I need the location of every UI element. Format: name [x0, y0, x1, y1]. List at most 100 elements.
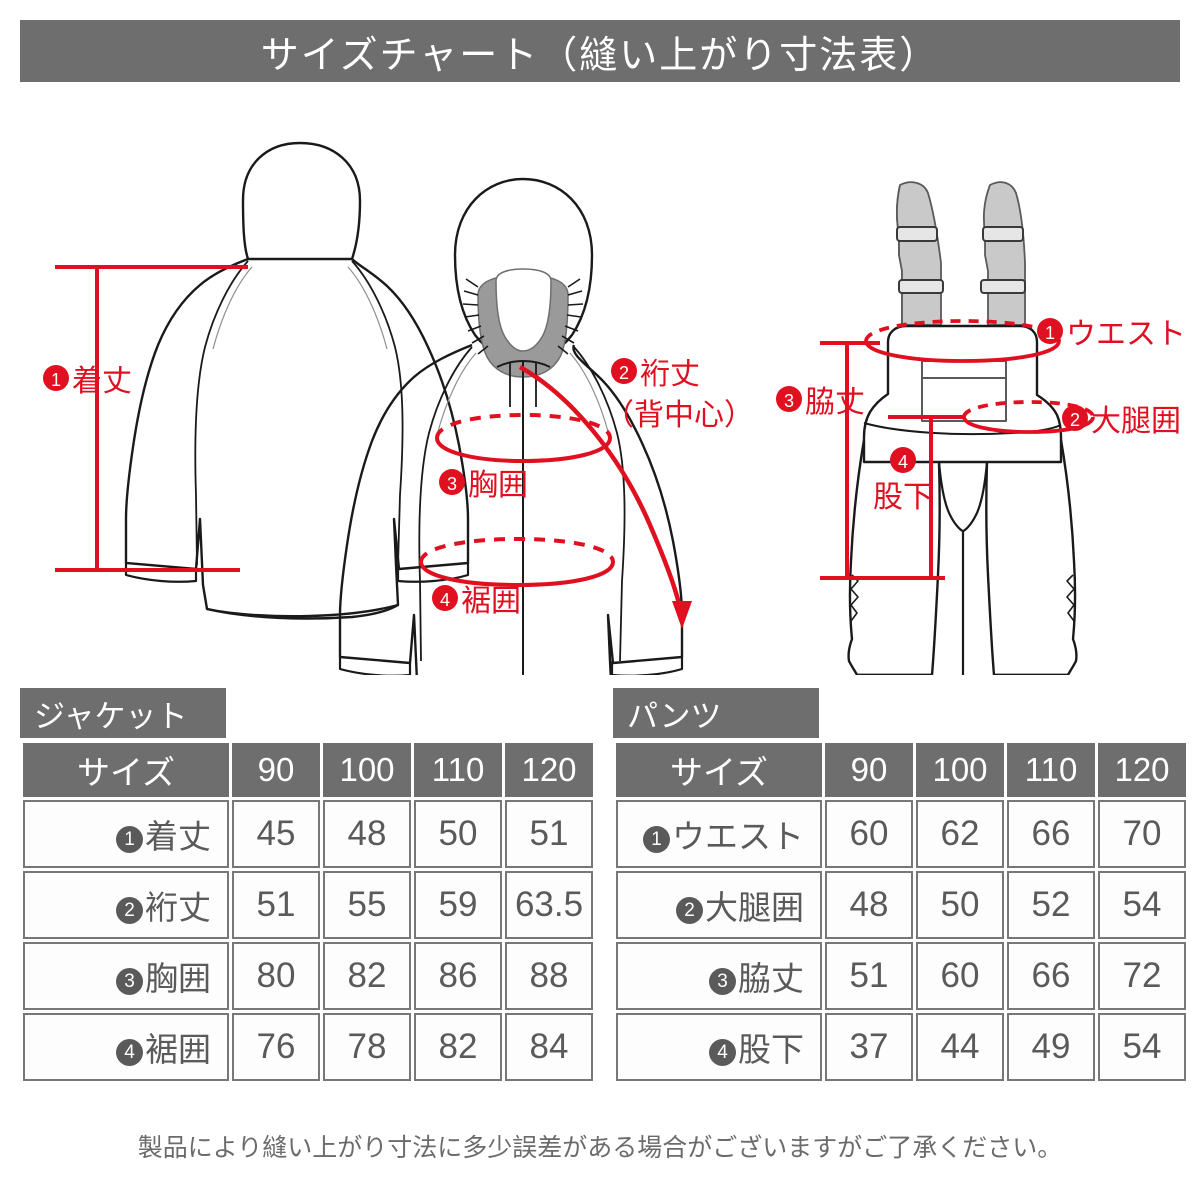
left-strap-buckle-upper — [896, 226, 938, 242]
jacket-cell-2-110: 59 — [414, 871, 502, 939]
jacket-size-col-110: 110 — [414, 743, 502, 797]
jacket-cell-1-90: 45 — [232, 800, 320, 868]
left-strap-buckle-lower — [898, 279, 944, 294]
jacket-size-header: サイズ — [23, 743, 229, 797]
marker-1-number: 1 — [51, 370, 61, 390]
jacket-size-col-100: 100 — [323, 743, 411, 797]
pants-row-label-2-text: 大腿囲 — [705, 889, 804, 926]
pants-cell-1-100: 62 — [916, 800, 1004, 868]
marker-1-pants-icon — [1037, 318, 1063, 344]
pants-cell-4-90: 37 — [825, 1013, 913, 1081]
pants-cell-4-100: 44 — [916, 1013, 1004, 1081]
hem-label: 4 裾囲 — [432, 585, 521, 618]
sleeve-length-label-sub: （背中心） — [604, 399, 754, 432]
pants-cell-3-90: 51 — [825, 942, 913, 1010]
jacket-cell-2-90: 51 — [232, 871, 320, 939]
jacket-cell-1-100: 48 — [323, 800, 411, 868]
jacket-cell-3-100: 82 — [323, 942, 411, 1010]
jacket-cell-4-120: 84 — [505, 1013, 593, 1081]
right-strap-buckle-upper — [982, 226, 1024, 242]
left-strap — [895, 181, 942, 326]
pants-size-col-120: 120 — [1098, 743, 1186, 797]
pants-cell-1-90: 60 — [825, 800, 913, 868]
row-marker-3-icon: 3 — [116, 968, 143, 995]
pants-cell-3-110: 66 — [1007, 942, 1095, 1010]
pants-cell-2-100: 50 — [916, 871, 1004, 939]
pants-row-label-3-text: 脇丈 — [738, 960, 804, 997]
row-marker-3-icon: 3 — [709, 968, 736, 995]
jacket-cell-4-90: 76 — [232, 1013, 320, 1081]
right-strap-buckle-lower — [980, 279, 1026, 294]
sleeve-length-label: 2 裄丈 （背中心） — [604, 358, 754, 432]
marker-1-icon — [43, 365, 69, 391]
jacket-cell-2-100: 55 — [323, 871, 411, 939]
disclaimer-note: 製品により縫い上がり寸法に多少誤差がある場合がございますがご了承ください。 — [137, 1134, 1063, 1162]
pants-cell-3-100: 60 — [916, 942, 1004, 1010]
row-marker-1-icon: 1 — [116, 826, 143, 853]
pants-table-header-row: サイズ 90 100 110 120 — [616, 743, 1186, 797]
jacket-length-label: 1 着丈 — [43, 365, 132, 398]
marker-4-icon — [432, 585, 458, 611]
jacket-row-label-1-text: 着丈 — [145, 818, 211, 855]
jacket-cell-1-120: 51 — [505, 800, 593, 868]
measurement-diagrams: 1 着丈 — [0, 95, 1200, 675]
jacket-size-col-120: 120 — [505, 743, 593, 797]
pants-row-label-4-text: 股下 — [738, 1031, 804, 1068]
marker-2-pants-number: 2 — [1070, 410, 1080, 430]
jacket-back-illustration — [124, 141, 470, 620]
side-length-label: 3 脇丈 — [776, 386, 865, 419]
bib-pocket — [921, 360, 1007, 422]
row-marker-2-icon: 2 — [676, 897, 703, 924]
marker-2-pants-icon — [1062, 405, 1088, 431]
waist-label-text: ウエスト — [1066, 318, 1186, 351]
hem-measure-ellipse — [419, 536, 615, 588]
jacket-cell-4-110: 82 — [414, 1013, 502, 1081]
pants-size-col-100: 100 — [916, 743, 1004, 797]
jacket-cell-1-110: 50 — [414, 800, 502, 868]
pants-cell-1-110: 66 — [1007, 800, 1095, 868]
row-marker-4-icon: 4 — [116, 1039, 143, 1066]
marker-3-icon — [439, 469, 465, 495]
right-strap — [982, 181, 1026, 326]
pants-cell-2-90: 48 — [825, 871, 913, 939]
pants-size-header: サイズ — [616, 743, 822, 797]
inseam-label: 4 股下 — [873, 447, 933, 514]
marker-4-pants-icon — [890, 447, 916, 473]
marker-3-pants-icon — [776, 386, 802, 412]
jacket-cell-3-120: 88 — [505, 942, 593, 1010]
marker-4-pants-number: 4 — [898, 452, 908, 472]
marker-2-icon — [611, 358, 637, 384]
jacket-row-label-4-text: 裾囲 — [145, 1031, 211, 1068]
row-marker-2-icon: 2 — [116, 897, 143, 924]
pants-size-col-110: 110 — [1007, 743, 1095, 797]
jacket-row-label-3-text: 胸囲 — [145, 960, 211, 997]
jacket-cell-4-100: 78 — [323, 1013, 411, 1081]
pants-size-col-90: 90 — [825, 743, 913, 797]
side-length-label-text: 脇丈 — [805, 386, 865, 419]
pants-illustration — [847, 181, 1078, 675]
chest-label: 3 胸囲 — [439, 469, 528, 502]
hem-label-text: 裾囲 — [461, 585, 521, 618]
jacket-category-tab: ジャケット — [20, 688, 226, 738]
pants-category-tab: パンツ — [613, 688, 819, 738]
inseam-measure-line — [888, 415, 963, 580]
pants-cell-4-120: 54 — [1098, 1013, 1186, 1081]
side-length-measure-line — [820, 341, 935, 580]
jacket-length-label-text: 着丈 — [72, 365, 132, 398]
pants-cell-3-120: 72 — [1098, 942, 1186, 1010]
row-marker-1-icon: 1 — [643, 826, 670, 853]
